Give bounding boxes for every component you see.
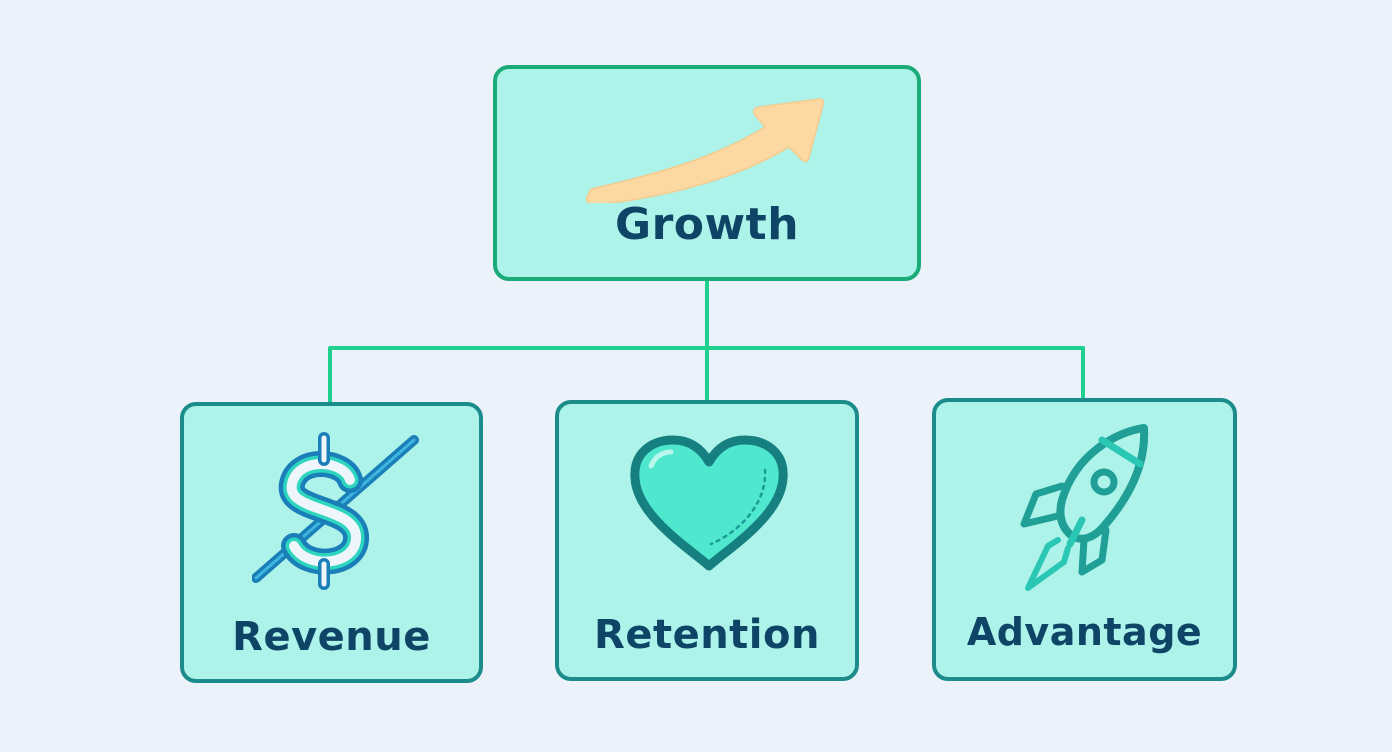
dollar-sign-icon: [252, 432, 422, 592]
node-revenue: Revenue: [180, 402, 483, 683]
node-label-growth: Growth: [614, 199, 800, 250]
node-label-revenue: Revenue: [232, 614, 431, 660]
node-growth: Growth: [493, 65, 921, 281]
node-advantage: Advantage: [932, 398, 1237, 681]
heart-icon: [629, 434, 789, 574]
rocket-icon: [1006, 420, 1156, 600]
trending-up-arrow-icon: [583, 93, 833, 203]
connector-horizontal-bus: [328, 346, 1085, 404]
node-retention: Retention: [555, 400, 859, 681]
node-label-advantage: Advantage: [966, 610, 1203, 654]
node-label-retention: Retention: [594, 612, 820, 658]
